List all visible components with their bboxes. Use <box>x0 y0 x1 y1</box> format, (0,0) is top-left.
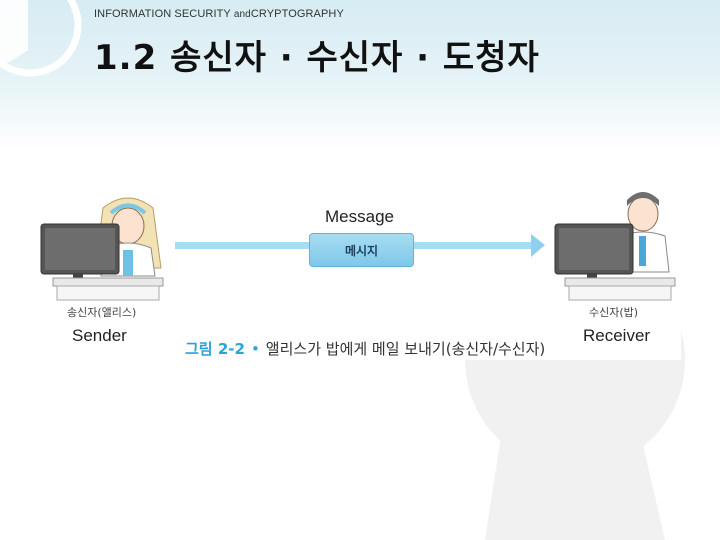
receiver-label-ko: 수신자(밥) <box>589 306 639 319</box>
receiver-label-en: Receiver <box>583 326 651 345</box>
caption-text: 앨리스가 밥에게 메일 보내기(송신자/수신자) <box>265 340 546 358</box>
sender-label-en: Sender <box>72 326 127 345</box>
subject-suffix: CRYPTOGRAPHY <box>250 8 344 20</box>
figure-caption: 그림 2-2 • 앨리스가 밥에게 메일 보내기(송신자/수신자) <box>185 338 545 359</box>
figure-panel: 메시지 송신자(앨리스) 수신자(밥) 그림 2-2 • 앨리스가 밥에게 메일 보… <box>33 178 681 360</box>
subject-prefix: INFORMATION SECURITY <box>94 8 231 20</box>
sender-label-ko: 송신자(앨리스) <box>67 306 137 319</box>
page-title: 1.2 송신자 · 수신자 · 도청자 <box>94 38 540 78</box>
lock-decoration-icon <box>0 0 82 77</box>
receiver-illustration-icon <box>554 192 676 301</box>
caption-number: 그림 2-2 <box>185 340 245 358</box>
course-subject: INFORMATION SECURITY andCRYPTOGRAPHY <box>94 8 344 20</box>
header-band <box>0 0 720 150</box>
message-box: 메시지 <box>309 233 414 267</box>
sender-illustration-icon <box>40 197 164 301</box>
caption-bullet: • <box>250 340 260 358</box>
subject-and: and <box>233 9 251 20</box>
message-label-en: Message <box>325 207 394 226</box>
